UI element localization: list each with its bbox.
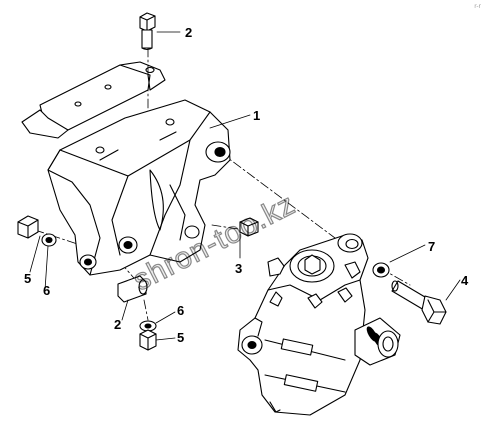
label-bracket: 1 <box>253 108 261 123</box>
label-stud: 3 <box>235 261 243 276</box>
washer-left <box>41 233 57 247</box>
label-nut-bottom: 5 <box>177 330 185 345</box>
bolt-top <box>139 12 156 51</box>
label-washer-right: 7 <box>428 239 436 254</box>
bolt-bottom <box>117 275 148 303</box>
nut-left <box>17 215 39 239</box>
mounting-plate <box>21 61 166 139</box>
label-bolt-top: 2 <box>185 25 193 40</box>
steering-gear-box <box>237 233 369 416</box>
label-washer-bottom: 6 <box>177 303 185 318</box>
label-bolt-right: 4 <box>461 273 469 288</box>
input-shaft <box>354 317 401 366</box>
washer-right <box>372 262 390 278</box>
label-bolt-bottom: 2 <box>114 317 122 332</box>
stud-bolt <box>239 217 259 237</box>
steering-gear-bracket <box>47 99 231 276</box>
corner-mark: r-r <box>474 3 481 10</box>
nut-bottom <box>139 329 157 351</box>
washer-bottom <box>139 320 157 332</box>
leader-lines <box>29 31 461 341</box>
bolt-right <box>391 280 447 325</box>
label-washer-left: 6 <box>43 283 51 298</box>
label-nut-left: 5 <box>24 271 32 286</box>
